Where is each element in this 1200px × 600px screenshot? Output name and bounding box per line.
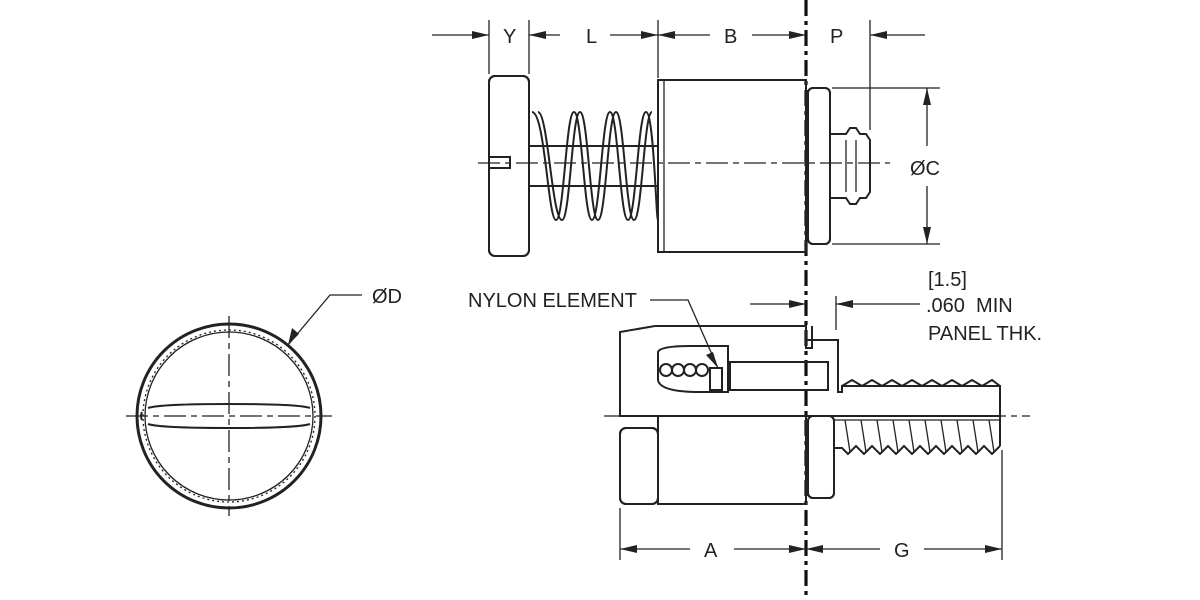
section-flange-lower	[807, 415, 835, 499]
section-thread	[841, 378, 1001, 388]
top-retainer	[657, 79, 807, 253]
dim-l-label: L	[586, 26, 597, 48]
section-knob-lower	[619, 427, 659, 505]
top-view	[478, 75, 890, 257]
top-thread-tip	[829, 127, 871, 205]
panel-thk-min: .060 MIN	[926, 295, 1013, 317]
dim-g-label: G	[894, 540, 910, 562]
nylon-element-label: NYLON ELEMENT	[468, 290, 637, 312]
dim-a-label: A	[704, 540, 718, 562]
nylon-leader	[650, 299, 719, 369]
end-view	[126, 294, 362, 516]
top-dimensions	[432, 20, 940, 245]
section-thread-lines	[844, 419, 995, 453]
panel-thk-dimension	[750, 296, 920, 330]
dim-y-label: Y	[503, 26, 516, 48]
dim-b-label: B	[724, 26, 737, 48]
panel-thk-metric: [1.5]	[928, 269, 967, 291]
dim-d-label: ØD	[372, 286, 402, 308]
section-retainer-lower	[657, 415, 807, 505]
top-flange	[807, 87, 831, 245]
dim-p-label: P	[830, 26, 843, 48]
spring	[531, 110, 659, 222]
section-view	[604, 325, 1030, 505]
nylon-element	[709, 367, 723, 391]
dim-c-label: ØC	[910, 158, 940, 180]
bottom-dimensions	[619, 450, 1003, 560]
panel-thk-label: PANEL THK.	[928, 323, 1042, 345]
section-spring	[659, 363, 709, 377]
